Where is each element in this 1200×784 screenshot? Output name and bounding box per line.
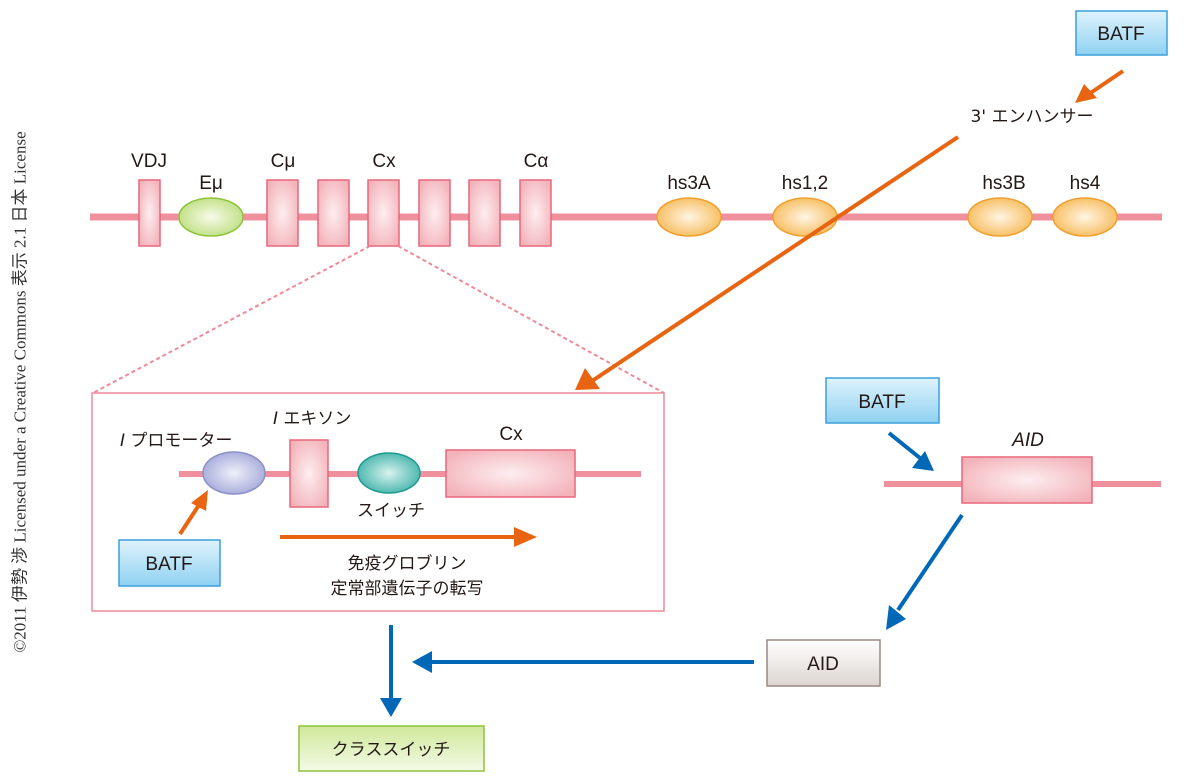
exon-cx — [367, 179, 400, 247]
enhancer-emu — [178, 197, 244, 237]
label-vdj: VDJ — [131, 151, 167, 172]
arrowhead-batf-to-promoter — [191, 490, 208, 511]
enhancer-hs3a — [656, 197, 722, 237]
exon-c5 — [468, 179, 501, 247]
i-exon-label: I エキソン — [273, 409, 351, 429]
class-switch-box — [298, 725, 485, 772]
exon-cmu — [266, 179, 299, 247]
batf-label-promoter: BATF — [145, 554, 192, 575]
arrow-aid-gene-to-protein — [896, 513, 964, 612]
cx-gene — [445, 449, 576, 498]
cx-label-inset: Cx — [499, 424, 523, 445]
i-promoter — [202, 451, 266, 495]
batf-box-enhancer — [1075, 10, 1168, 56]
aid-gene-box — [961, 456, 1093, 504]
label-emu: Eμ — [199, 173, 223, 194]
i-promoter-label: I プロモーター — [120, 431, 232, 451]
arrowheadad-batf-to-aid — [912, 451, 934, 471]
enhancer-label: 3' エンハンサー — [971, 107, 1094, 127]
label-cmu: Cμ — [271, 151, 296, 172]
arrowhead-aid-gene-to-protein — [886, 605, 906, 630]
transcription-label-2: 定常部遺伝子の転写 — [331, 579, 484, 599]
exon-c2 — [317, 179, 350, 247]
inset-box — [91, 392, 665, 612]
arrow-enhancer-to-inset — [590, 135, 960, 383]
zoom-line-right — [397, 245, 665, 394]
i-promoter-italic: I — [120, 431, 125, 451]
batf-label-enhancer: BATF — [1097, 24, 1144, 45]
arrowhead-aid-to-class-switch — [412, 651, 432, 673]
arrow-batf-to-aid — [887, 431, 922, 460]
aid-protein-label: AID — [807, 654, 839, 675]
label-cx: Cx — [372, 151, 396, 172]
arrowhead-batf-to-enhancer — [1075, 84, 1097, 103]
i-exon — [289, 439, 329, 508]
arrowhead-transcription — [514, 527, 537, 547]
label-hs3b: hs3B — [982, 173, 1025, 194]
exon-c4 — [418, 179, 451, 247]
i-exon-italic: I — [273, 409, 278, 429]
batf-box-aid — [825, 377, 940, 424]
aid-gene-label: AID — [1011, 430, 1044, 451]
aid-protein-box — [766, 639, 881, 687]
enhancer-hs3b — [967, 197, 1033, 237]
switch-region — [357, 452, 421, 494]
arrow-batf-to-promoter — [178, 503, 201, 536]
batf-label-aid: BATF — [858, 392, 905, 413]
zoom-line-left — [92, 245, 371, 394]
enhancer-hs4 — [1052, 197, 1118, 237]
label-calpha: Cα — [524, 151, 549, 172]
i-exon-text: エキソン — [278, 409, 351, 429]
switch-label: スイッチ — [357, 501, 425, 521]
exon-vdj — [138, 179, 161, 247]
arrow-batf-to-enhancer — [1087, 69, 1125, 96]
label-hs4: hs4 — [1070, 173, 1101, 194]
arrowhead-inset-to-class-switch — [380, 698, 402, 717]
label-hs3a: hs3A — [667, 173, 711, 194]
transcription-label-1: 免疫グロブリン — [348, 553, 467, 574]
enhancer-hs12 — [772, 197, 838, 237]
arrowhead-enhancer-to-inset — [575, 368, 600, 390]
label-hs12: hs1,2 — [782, 173, 828, 194]
batf-box-promoter — [118, 539, 221, 587]
class-switch-label: クラススイッチ — [332, 740, 451, 760]
exon-calpha — [519, 179, 552, 247]
i-promoter-text: プロモーター — [125, 431, 232, 451]
